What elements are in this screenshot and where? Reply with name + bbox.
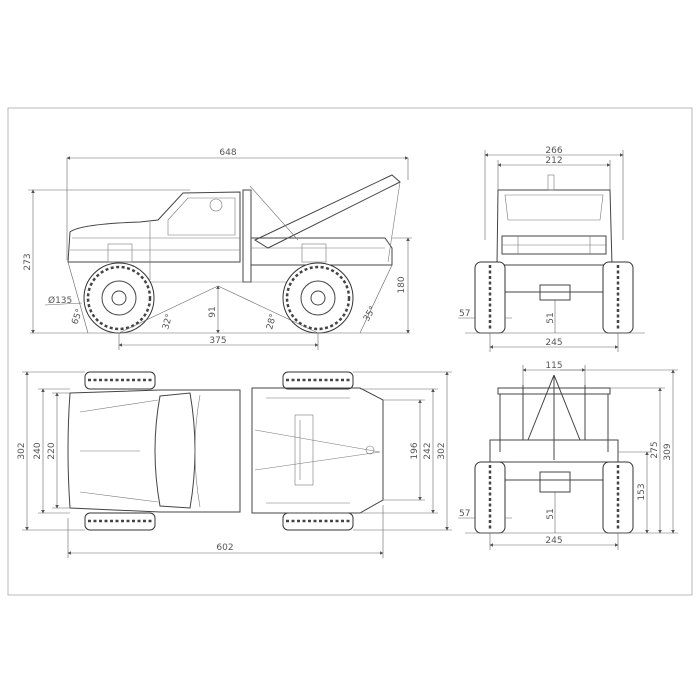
dim-51-front: 51 (546, 312, 556, 323)
dim-273: 273 (23, 253, 33, 270)
dim-180: 180 (397, 276, 407, 293)
dim-115: 115 (545, 361, 562, 371)
dim-220: 220 (47, 442, 57, 459)
tires-top (84, 371, 354, 531)
angle-departure: 35° (362, 305, 379, 324)
rear-wheel-side (282, 262, 354, 334)
dim-648: 648 (219, 148, 236, 158)
angle-breakover-front: 32° (161, 313, 175, 331)
dim-275: 275 (650, 441, 660, 458)
dim-212: 212 (545, 156, 562, 166)
dim-tire-diameter: Ø135 (48, 295, 72, 306)
drawing-border (7, 107, 693, 596)
dim-375: 375 (209, 336, 226, 346)
dim-57-front: 57 (459, 309, 470, 319)
dim-153: 153 (637, 483, 647, 500)
dim-91: 91 (208, 306, 218, 317)
dim-242: 242 (423, 442, 433, 459)
front-view: 266 212 245 57 51 (458, 146, 645, 352)
dim-51-rear: 51 (546, 508, 556, 519)
dim-245-front: 245 (545, 338, 562, 348)
truck-side-body (67, 174, 401, 283)
dim-602: 602 (216, 543, 233, 553)
top-view: 302 240 220 196 242 302 602 (17, 371, 452, 558)
angle-breakover-rear: 28° (265, 313, 279, 331)
dim-245-rear: 245 (545, 536, 562, 546)
truck-top-body (67, 387, 384, 514)
dim-196: 196 (410, 442, 420, 459)
truck-rear-body (489, 374, 619, 493)
truck-front-body (496, 174, 613, 301)
rear-view: 115 309 275 153 245 57 51 (458, 361, 678, 550)
front-wheel-side (83, 262, 155, 334)
dim-240: 240 (33, 442, 43, 459)
angle-approach: 65° (70, 308, 85, 326)
dim-57-rear: 57 (459, 509, 470, 519)
side-view: 648 273 180 375 91 Ø135 65° 32° 28° 35° (23, 148, 412, 350)
dim-302-rear: 302 (437, 442, 447, 459)
dim-309: 309 (663, 443, 673, 460)
dim-302-front: 302 (17, 442, 27, 459)
dim-266: 266 (545, 146, 562, 156)
